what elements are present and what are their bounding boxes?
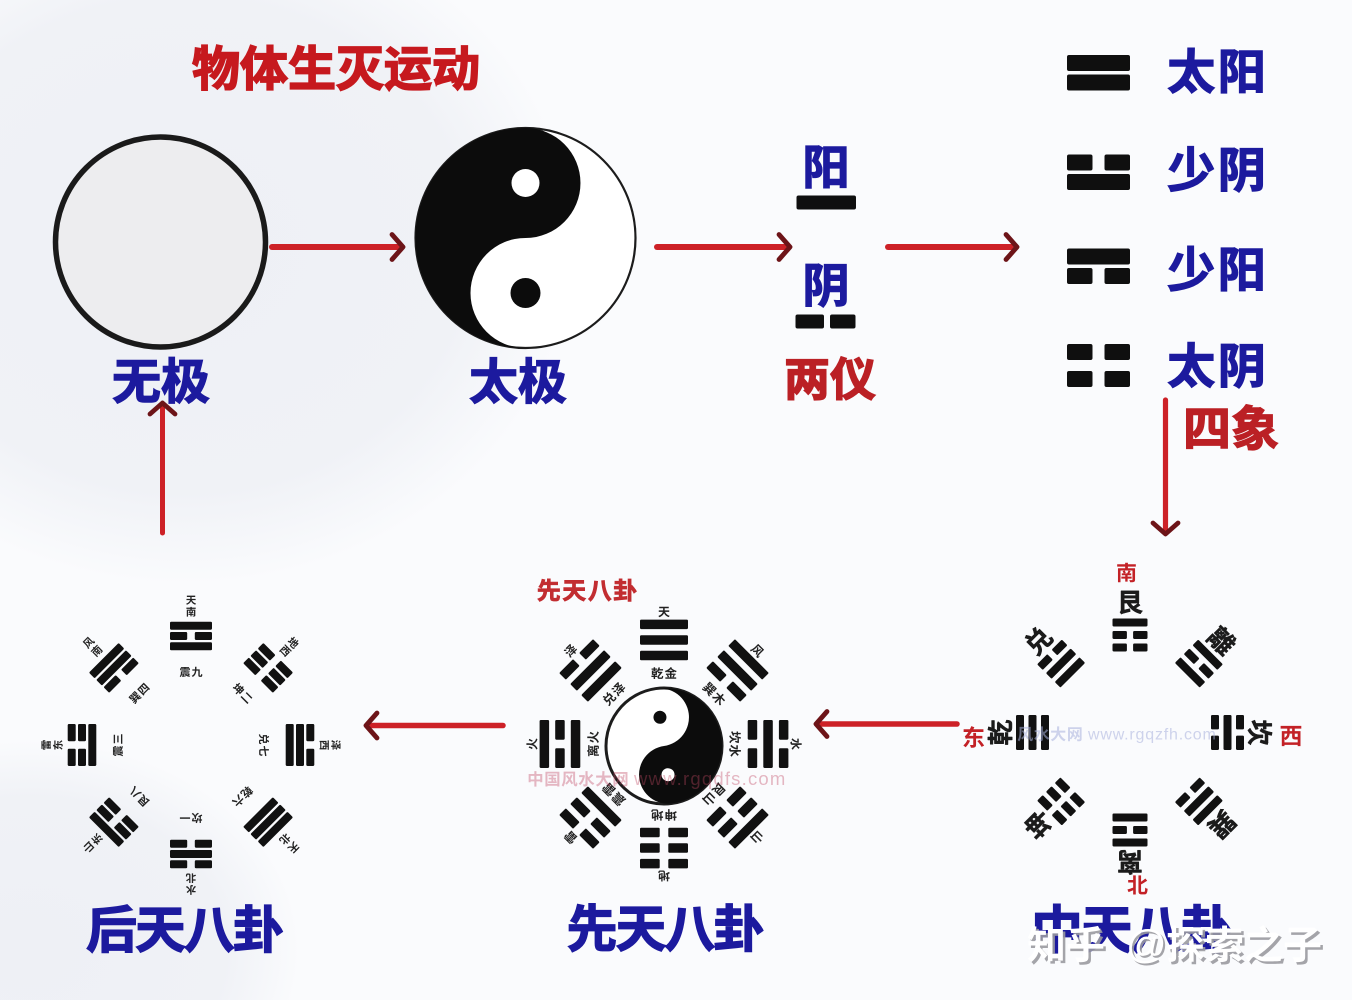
svg-text:www.rgqdfs.com: www.rgqdfs.com [633, 768, 787, 789]
svg-text:@: @ [1126, 923, 1167, 967]
svg-text:@: @ [1128, 925, 1169, 969]
svg-text:www.rgqzfh.com: www.rgqzfh.com [1087, 727, 1217, 744]
